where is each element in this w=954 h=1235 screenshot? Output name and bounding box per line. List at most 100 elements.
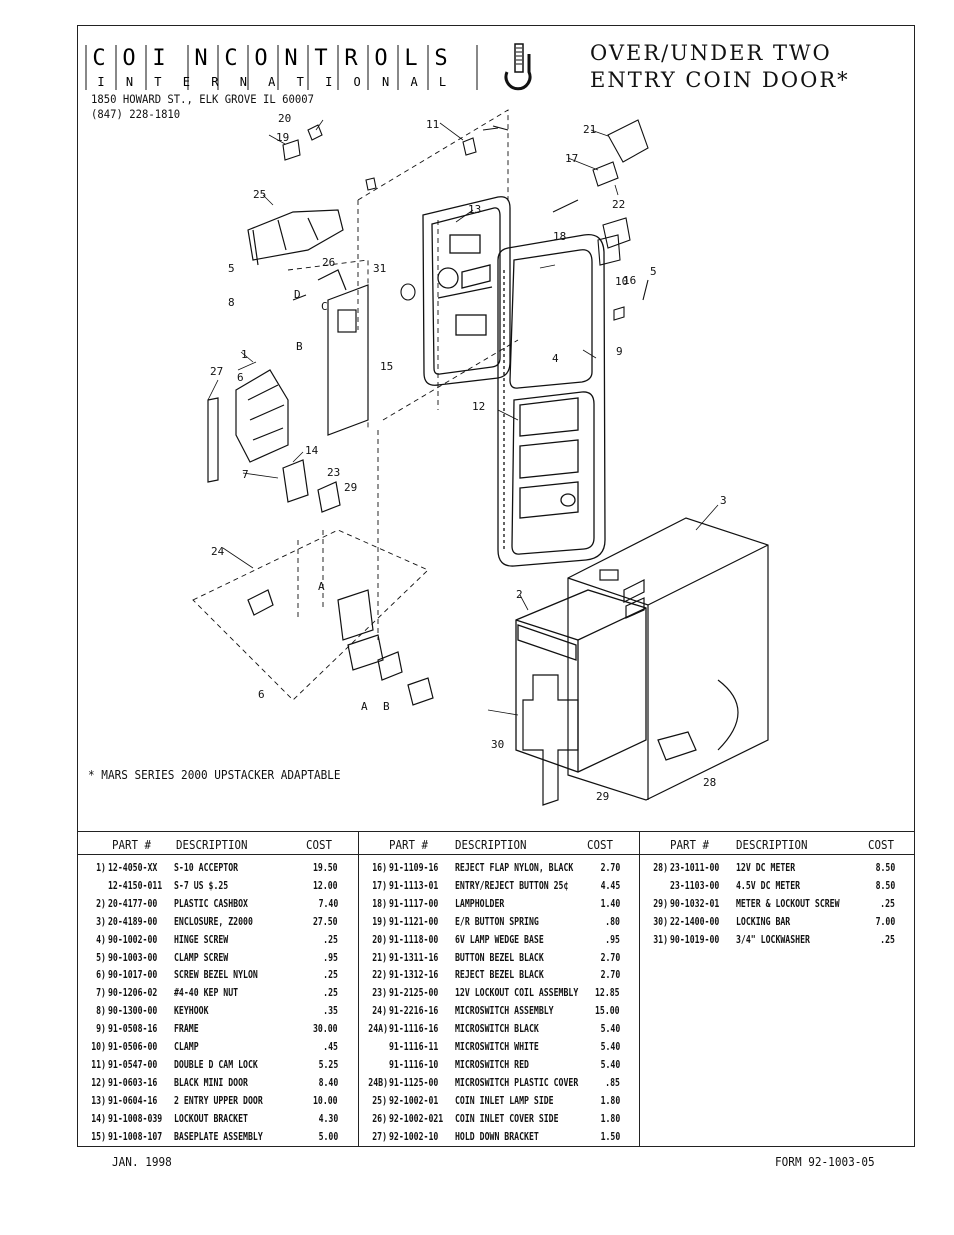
part-description: E/R BUTTON SPRING	[455, 915, 539, 928]
part-description: BASEPLATE ASSEMBLY	[174, 1130, 263, 1143]
part-description: 12V LOCKOUT COIL ASSEMBLY	[455, 987, 579, 1000]
document-title-line1: OVER/UNDER TWO	[590, 41, 832, 65]
part-index: 30)	[653, 915, 668, 928]
logo-letter: L	[439, 75, 446, 89]
part-number: 92-1002-10	[389, 1130, 439, 1143]
logo-letter: O	[122, 46, 135, 71]
part-index: 28)	[653, 862, 668, 874]
part-number: 91-1125-00	[389, 1076, 439, 1089]
part-number: 91-1116-10	[389, 1058, 439, 1071]
part-index: 24A)	[368, 1023, 389, 1036]
part-cost: .25	[323, 969, 338, 982]
part-index: 14)	[91, 1112, 106, 1125]
callout-label: 10	[615, 275, 628, 288]
logo-letter: A	[268, 75, 276, 89]
part-cost: 30.00	[313, 1023, 338, 1036]
callout-label: A	[361, 700, 368, 713]
part-index: 31)	[653, 933, 668, 946]
part-index: 9)	[96, 1023, 106, 1036]
part-description: 2 ENTRY UPPER DOOR	[174, 1094, 263, 1107]
callout-label: D	[294, 288, 301, 301]
logo-letter: O	[254, 46, 267, 71]
part-number: 91-1113-01	[389, 879, 439, 892]
part-number: 91-0547-00	[108, 1058, 158, 1071]
part-index: 16)	[372, 862, 387, 874]
part-description: SCREW BEZEL NYLON	[174, 969, 258, 982]
frame-part	[497, 233, 606, 567]
part-number: 91-1117-00	[389, 897, 439, 910]
callout-label: 28	[703, 776, 716, 789]
part-index: 1)	[96, 862, 106, 874]
part-description: 3/4" LOCKWASHER	[736, 933, 810, 946]
parts-sheet-border	[77, 25, 915, 1147]
callout-label: 6	[258, 688, 265, 701]
part-description: LOCKING BAR	[736, 915, 791, 928]
logo-letter: R	[344, 46, 358, 71]
part-cost: 8.50	[875, 879, 895, 892]
part-cost: .95	[323, 951, 338, 964]
part-number: 90-1003-00	[108, 951, 158, 964]
logo-letter: N	[194, 46, 207, 71]
header-description: DESCRIPTION	[455, 838, 527, 852]
part-index: 15)	[91, 1130, 106, 1143]
callout-label: 7	[242, 468, 249, 481]
part-number: 90-1017-00	[108, 969, 158, 982]
part-number: 20-4177-00	[108, 897, 158, 910]
part-description: S-7 US $.25	[174, 879, 229, 892]
part-description: ENCLOSURE, Z2000	[174, 915, 253, 928]
callout-label: 5	[650, 265, 657, 278]
part-index: 17)	[372, 879, 387, 892]
part-cost: 1.80	[600, 1112, 620, 1125]
callout-label: 24	[211, 545, 225, 558]
part-index: 7)	[96, 987, 106, 1000]
header-cost: COST	[868, 838, 895, 852]
part-cost: 8.40	[318, 1076, 338, 1089]
part-description: REJECT BEZEL BLACK	[455, 969, 544, 982]
callout-label: 6	[237, 371, 244, 384]
locking-bar-part	[522, 674, 579, 806]
part-cost: 4.30	[318, 1112, 338, 1125]
part-cost: .35	[323, 1005, 338, 1018]
logo-letter: S	[434, 46, 447, 71]
part-cost: .80	[605, 915, 620, 928]
lockout-bracket-part	[247, 459, 434, 706]
part-description: MICROSWITCH BLACK	[455, 1023, 539, 1036]
logo-letter: A	[410, 75, 418, 89]
part-index: 3)	[96, 915, 106, 928]
part-cost: 5.25	[318, 1058, 338, 1071]
callout-label: 2	[516, 588, 523, 601]
assembly-guide-lines	[192, 109, 519, 701]
logo-letter: C	[224, 46, 237, 71]
upper-door-part	[422, 196, 511, 386]
part-number: 91-0508-16	[108, 1023, 158, 1036]
callout-label: 14	[305, 444, 319, 457]
company-phone: (847) 228-1810	[91, 107, 181, 121]
table-row: 6)90-1017-00 SCREW BEZEL NYLON .25	[78, 969, 358, 987]
part-number: 92-1002-01	[389, 1094, 439, 1107]
callout-label: 27	[210, 365, 223, 378]
logo-letter: T	[314, 46, 327, 71]
part-index: 29)	[653, 897, 668, 910]
callout-label: 12	[472, 400, 485, 413]
part-cost: 1.50	[600, 1130, 620, 1143]
enclosure-part	[567, 517, 769, 801]
part-number: 12-4150-011	[108, 879, 163, 892]
part-number: 22-1400-00	[670, 915, 720, 928]
logo-letter: N	[382, 75, 389, 89]
part-index: 6)	[96, 969, 106, 982]
coin-inlet-part	[247, 209, 344, 266]
document-title-line2: ENTRY COIN DOOR*	[590, 68, 850, 92]
